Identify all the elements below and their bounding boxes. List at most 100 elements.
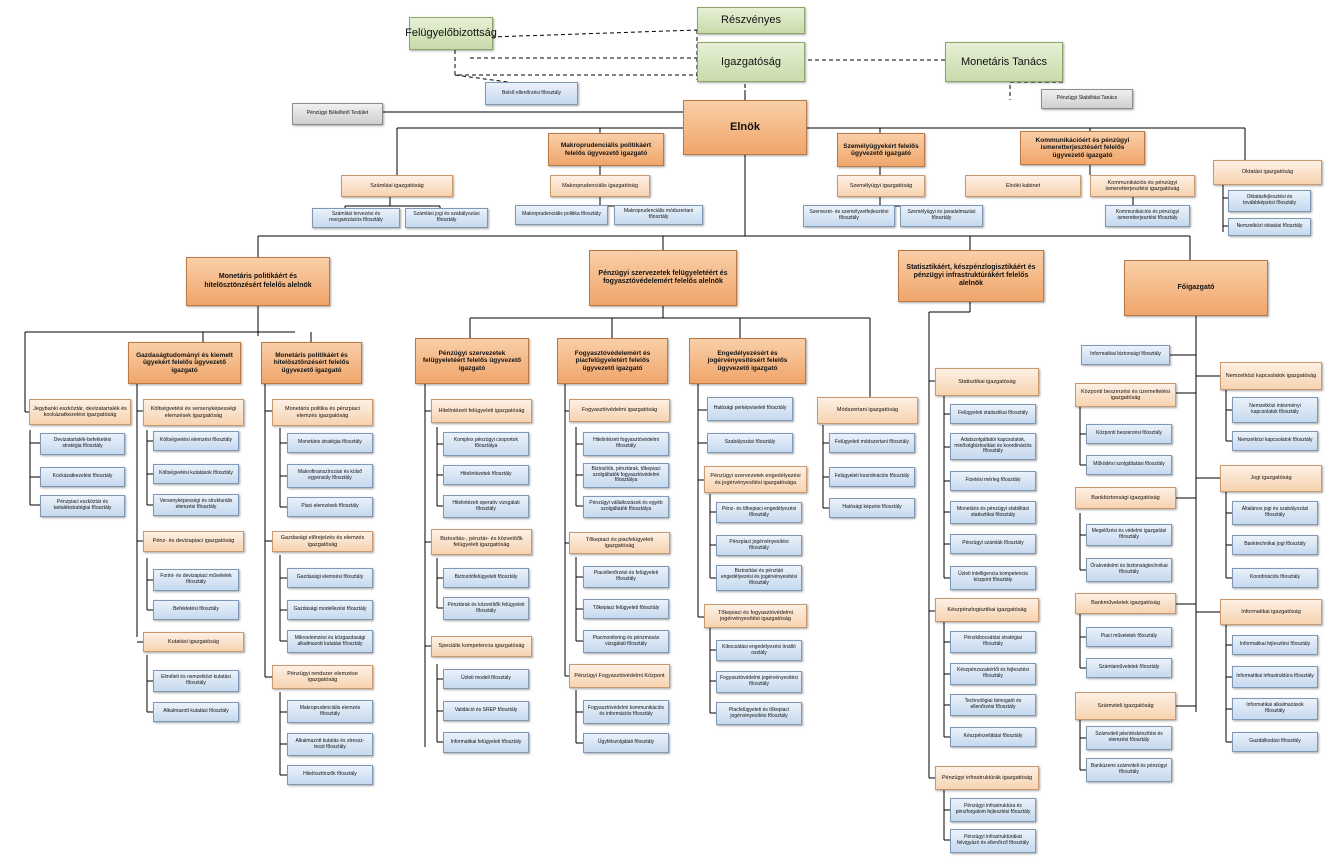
penzkibocsatasi-box: Pénzkibocsátási stratégiai főosztály bbox=[950, 631, 1036, 653]
hitelintezetek-box: Hitelintézetek főosztály bbox=[443, 465, 529, 485]
fogy-vezeto-box: Fogyasztóvédelemért és piacfelügyeletért… bbox=[557, 338, 668, 384]
szamlalasi-jogi-box: Számlási jogi és szabályozási főosztály bbox=[405, 208, 488, 228]
jogi-ig-box: Jogi igazgatóság bbox=[1220, 465, 1322, 492]
informatikai-felugyeleti-box: Informatikai felügyeleti főosztály bbox=[443, 732, 529, 753]
penzugyi-stabilitasi-tanacs-box: Pénzügyi Stabilitási Tanács bbox=[1041, 89, 1133, 109]
bankbiztonsagi-ig-box: Bankbiztonsági igazgatóság bbox=[1075, 487, 1176, 509]
kockazatkezelesi-box: Kockázatkezelési főosztály bbox=[40, 467, 125, 487]
informatikai-fejlesztesi-box: Informatikai fejlesztési főosztály bbox=[1232, 635, 1318, 655]
psz-vezeto-box: Pénzügyi szervezetek felügyeletéért fele… bbox=[415, 338, 529, 384]
statisztikai-ig-box: Statisztikai igazgatóság bbox=[935, 368, 1039, 396]
piacellenorzesi-box: Piacellenőrzési és felügyeleti főosztály bbox=[583, 566, 669, 588]
specialis-ig-box: Speciális kompetencia igazgatóság bbox=[431, 636, 532, 657]
komm-vezeto-box: Kommunikációért és pénzügyi ismeretterje… bbox=[1020, 131, 1145, 165]
reszvenyes-box: Részvényes bbox=[697, 7, 805, 34]
biztositas-ig-box: Biztosítás-, pénztár- és közvetítők felü… bbox=[431, 529, 532, 555]
orakvedelmi-box: Őrakvédelmi és biztonságtechnikai főoszt… bbox=[1086, 558, 1172, 582]
makro-vezeto-box: Makroprudenciális politikáért felelős üg… bbox=[548, 133, 664, 166]
penzugyi-alelnok-box: Pénzügyi szervezetek felügyeletéért és f… bbox=[589, 250, 737, 306]
szemely-vezeto-box: Személyügyekért felelős ügyvezető igazga… bbox=[837, 133, 925, 167]
keszpenz-ig-box: Készpénzlogisztikai igazgatóság bbox=[935, 598, 1039, 622]
forint-box: Forint- és devizapiaci műveletek főosztá… bbox=[153, 569, 239, 591]
nemzetkozi-oktatasi-box: Nemzetközi oktatási főosztály bbox=[1228, 218, 1311, 236]
komplex-box: Komplex pénzügyi csoportok főosztálya bbox=[443, 432, 529, 456]
nemzetkozi-intezmenyi-box: Nemzetközi intézményi kapcsolatok főoszt… bbox=[1232, 397, 1318, 423]
kozponti-beszerzesi-ig-box: Központi beszerzési és üzemeltetési igaz… bbox=[1075, 383, 1176, 407]
komm-ig-box: Kommunikációs és pénzügyi ismeretterjesz… bbox=[1090, 175, 1195, 197]
elnok-box: Elnök bbox=[683, 100, 807, 155]
technologiai-box: Technológiai támogató és ellenőrzési főo… bbox=[950, 694, 1036, 716]
befektetesi-box: Befektetési főosztály bbox=[153, 600, 239, 620]
gazdasagi-elorejelzes-box: Gazdasági előrejelzés és elemzés igazgat… bbox=[272, 531, 373, 552]
hatosagi-kepzesi-box: Hatósági képzési főosztály bbox=[829, 498, 915, 518]
koltsegvetesi-ig-box: Költségvetési és versenyképességi elemzé… bbox=[143, 399, 244, 426]
hitelintezeti-fogy-box: Hitelintézeti fogyasztóvédelmi főosztály bbox=[583, 432, 669, 456]
nemzetkozi-ig-box: Nemzetközi kapcsolatok igazgatóság bbox=[1220, 362, 1322, 390]
biztositofelugyeleti-box: Biztosítófelügyeleti főosztály bbox=[443, 568, 529, 588]
adatszolgaltatoi-box: Adatszolgáltatói kapcsolatok, minőségbiz… bbox=[950, 433, 1036, 460]
tokepiaci-fogy-ig-box: Tőkepiaci és fogyasztóvédelmi jogérvénye… bbox=[704, 604, 807, 628]
penz-deviza-ig-box: Pénz- és devizapiaci igazgatóság bbox=[143, 531, 244, 552]
bankmuveletek-ig-box: Bankműveletek igazgatóság bbox=[1075, 593, 1176, 614]
penzpiaci-jogervenyesitesi-box: Pénzpiaci jogérvényesítési főosztály bbox=[716, 535, 802, 556]
oktatasi-ig-box: Oktatási igazgatóság bbox=[1213, 160, 1322, 185]
felugyeleti-stat-box: Felügyeleti statisztikai főosztály bbox=[950, 404, 1036, 424]
kibocsatasi-box: Kibocsátási engedélyezési önálló osztály bbox=[716, 640, 802, 661]
modszertani-ig-box: Módszertani igazgatóság bbox=[817, 397, 918, 424]
gazdtud-vezeto-box: Gazdaságtudományi és kiemelt ügyekért fe… bbox=[128, 342, 241, 384]
foigazgato-box: Főigazgató bbox=[1124, 260, 1268, 316]
szamlalasi-ig-box: Számlási igazgatóság bbox=[341, 175, 453, 197]
jegybanki-box: Jegybanki eszköztár, devizatartalék és k… bbox=[29, 399, 131, 425]
szamlamuveletek-box: Számlaműveletek főosztály bbox=[1086, 658, 1172, 678]
monetaris-alelnok-box: Monetáris politikáért és hitelösztönzésé… bbox=[186, 257, 330, 306]
koltsegvetesi-elemzesi-box: Költségvetési elemzési főosztály bbox=[153, 431, 239, 451]
szervezet-box: Szervezet- és személyzetfejlesztési főos… bbox=[803, 205, 895, 227]
penztarak-box: Pénztárak és közvetítők felügyeleti főos… bbox=[443, 597, 529, 620]
validacio-box: Validáció és SREP főosztály bbox=[443, 701, 529, 721]
mukodesi-box: Működési szolgáltatási főosztály bbox=[1086, 455, 1172, 475]
felugyeleti-koordinacios-box: Felügyeleti koordinációs főosztály bbox=[829, 467, 915, 487]
hatosagi-perkepviseleti-box: Hatósági perképviseleti főosztály bbox=[707, 397, 793, 421]
informatikai-alkalmazasok-box: Informatikai alkalmazások főosztály bbox=[1232, 698, 1318, 720]
monetaris-stat-box: Monetáris és pénzügyi stabilitási statis… bbox=[950, 501, 1036, 524]
penzpiaci-eszkoztar-box: Pénzpiaci eszköztár és tartalékstratégia… bbox=[40, 495, 125, 517]
szamviteli-ig-box: Számviteli igazgatóság bbox=[1075, 692, 1176, 720]
biztositok-fogy-box: Biztosítók, pénztárak, tőkepiaci szolgál… bbox=[583, 463, 669, 488]
versenykepessegi-box: Versenyképességi és strukturális elemzés… bbox=[153, 494, 239, 516]
informatikai-infrastruktura-box: Informatikai infrastruktúra főosztály bbox=[1232, 666, 1318, 688]
elnoki-kabinet-box: Elnöki kabinet bbox=[965, 175, 1081, 197]
makroprud-elemzes-box: Makroprudenciális elemzés főosztály bbox=[287, 700, 373, 723]
devizatartalek-box: Devizatartalék-befektetési stratégia főo… bbox=[40, 433, 125, 455]
fogyasztovedelmi-ig-box: Fogyasztóvédelmi igazgatóság bbox=[569, 399, 670, 422]
monetaris-tanacs-box: Monetáris Tanács bbox=[945, 42, 1063, 82]
hitelintezeti-ig-box: Hitelintézeti felügyeleti igazgatóság bbox=[431, 399, 532, 423]
szemely-ig-box: Személyügyi igazgatóság bbox=[837, 175, 925, 197]
belso-ellenorzesi-box: Belső ellenőrzési főosztály bbox=[485, 82, 578, 105]
felugyeleti-modszertani-box: Felügyeleti módszertani főosztály bbox=[829, 433, 915, 453]
monpol-ig-box: Monetáris politika és pénzpiaci elemzés … bbox=[272, 399, 373, 426]
penzugyi-szamlak-box: Pénzügyi számlák főosztály bbox=[950, 534, 1036, 554]
piaci-muveletek-box: Piaci műveletek főosztály bbox=[1086, 627, 1172, 647]
penzugyi-bekelteto-box: Pénzügyi Békéltető Testület bbox=[292, 103, 383, 125]
fogy-kommunikacios-box: Fogyasztóvédelmi kommunikációs és inform… bbox=[583, 700, 669, 724]
keszpenzszakertoi-box: Készpénzszakértői és fejlesztési főosztá… bbox=[950, 663, 1036, 685]
piaci-elemzesek-box: Piaci elemzések főosztály bbox=[287, 497, 373, 517]
hitelintezeti-operativ-box: Hitelintézeti operatív vizsgálati főoszt… bbox=[443, 495, 529, 518]
igazgatosag-box: Igazgatóság bbox=[697, 42, 805, 82]
szabalyozasi-box: Szabályozási főosztály bbox=[707, 433, 793, 453]
fizetesi-merleg-box: Fizetési mérleg főosztály bbox=[950, 471, 1036, 491]
alkalmazott-kutatasi-box: Alkalmazott kutatási főosztály bbox=[153, 702, 239, 722]
kutatasi-ig-box: Kutatási igazgatóság bbox=[143, 632, 244, 652]
hitelosztonzok-box: Hitelösztönzők főosztály bbox=[287, 765, 373, 785]
altalanos-jogi-box: Általános jogi és szabályozási főosztály bbox=[1232, 501, 1318, 525]
kozponti-beszerzesi-box: Központi beszerzési főosztály bbox=[1086, 424, 1172, 444]
penz-tokepiaci-eng-box: Pénz- és tőkepiaci engedélyezési főosztá… bbox=[716, 502, 802, 523]
informatikai-ig-box: Informatikai igazgatóság bbox=[1220, 599, 1322, 625]
gazdasagi-elemzesi-box: Gazdasági elemzési főosztály bbox=[287, 568, 373, 588]
infra-ig-box: Pénzügyi infrastruktúrák igazgatóság bbox=[935, 766, 1039, 790]
bankuzemi-box: Banküzemi számviteli és pénzügyi főosztá… bbox=[1086, 758, 1172, 782]
psz-engedelyezesi-ig-box: Pénzügyi szervezetek engedélyezési és jo… bbox=[704, 466, 807, 493]
gazdasagi-modellezesi-box: Gazdasági modellezési főosztály bbox=[287, 600, 373, 620]
penzugyi-vallalkozasok-box: Pénzügyi vállalkozások és egyéb szolgált… bbox=[583, 496, 669, 518]
